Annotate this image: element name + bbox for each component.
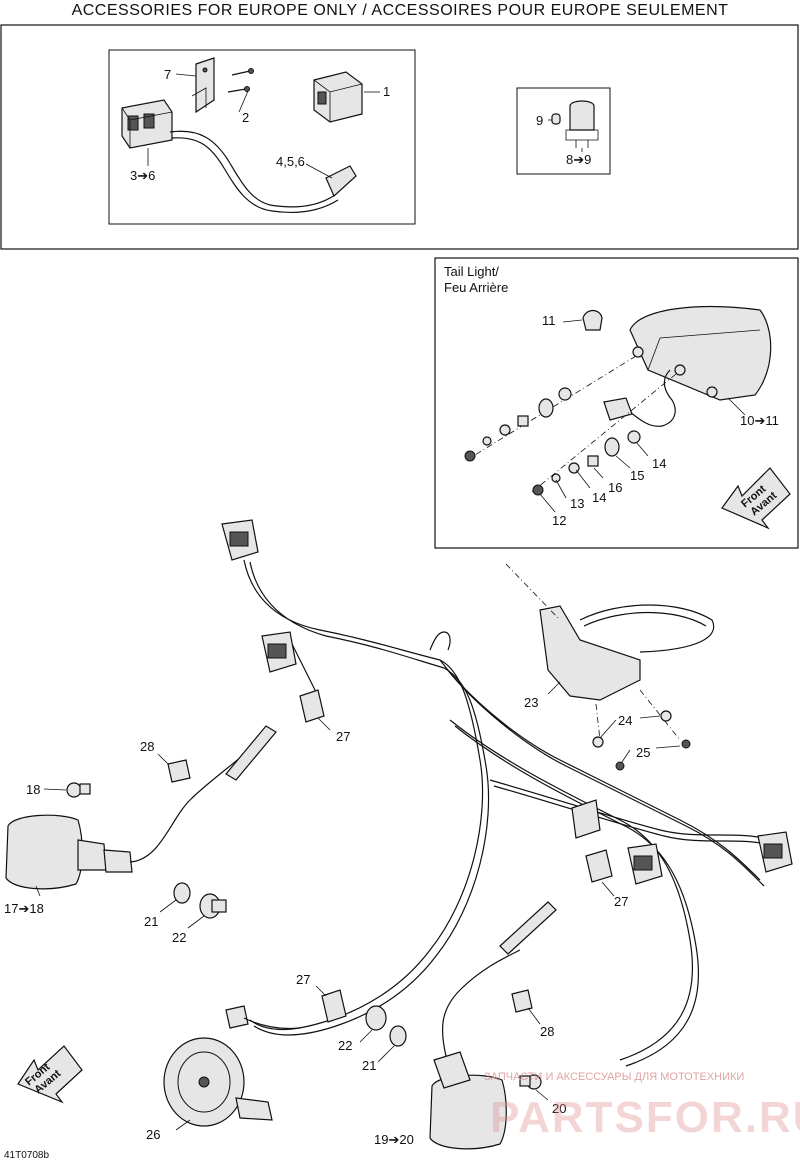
- tail-light-title-1: Tail Light/: [444, 264, 499, 279]
- main-harness: [243, 559, 773, 1067]
- callout-22-right: 22: [338, 1038, 352, 1053]
- clip-27-upper: [299, 689, 325, 723]
- front-arrow-bottom: [17, 1045, 83, 1104]
- socket-frame: [516, 87, 611, 175]
- watermark-subtitle: ЗАПЧАСТИ И АКСЕССУАРЫ ДЛЯ МОТОТЕХНИКИ: [484, 1071, 744, 1083]
- screw-25: [615, 739, 691, 771]
- callout-2: 2: [242, 110, 249, 125]
- page-title: ACCESSORIES FOR EUROPE ONLY / ACCESSOIRE…: [71, 2, 729, 19]
- leader-lines-tail: [539, 319, 746, 513]
- callout-22-left: 22: [172, 930, 186, 945]
- callout-27-lower: 27: [296, 972, 310, 987]
- callout-21-right: 21: [362, 1058, 376, 1073]
- tail-light-hardware-lower: [531, 373, 677, 496]
- callout-4-5-6: 4,5,6: [276, 154, 305, 169]
- callout-28-right: 28: [540, 1024, 554, 1039]
- callout-1: 1: [383, 84, 390, 99]
- leader-lines-top: [147, 73, 583, 179]
- washer-24: [592, 710, 672, 748]
- callout-27-upper: 27: [336, 729, 350, 744]
- accessories-frame: [0, 24, 799, 250]
- clip-27-lower: [321, 989, 347, 1023]
- callout-18: 18: [26, 782, 40, 797]
- right-turn-signal: [429, 949, 521, 1150]
- bulb-18: [66, 782, 91, 798]
- leader-lines-main: [35, 681, 681, 1131]
- tail-light-wire: [603, 369, 676, 427]
- tail-light-bulb: [582, 309, 603, 331]
- clip-28-right: [511, 989, 533, 1013]
- callout-28-left: 28: [140, 739, 154, 754]
- bracket-part: [191, 57, 215, 114]
- callout-23: 23: [524, 695, 538, 710]
- tail-light-hardware-upper: [464, 355, 637, 462]
- connector-right-2: [757, 831, 793, 873]
- clip-28-left: [167, 759, 191, 783]
- callout-24: 24: [618, 713, 632, 728]
- figure-code: 41T0708b: [4, 1150, 49, 1161]
- callout-12: 12: [552, 513, 566, 528]
- power-socket-part: [551, 100, 599, 148]
- accessories-inner-frame: [108, 49, 416, 225]
- callout-9: 9: [536, 113, 543, 128]
- callout-8-9: 8➔9: [566, 152, 591, 167]
- front-arrow-top: [721, 467, 791, 530]
- grommet-21-22-right: [365, 1005, 407, 1047]
- callout-11: 11: [542, 313, 556, 328]
- connector-right-1: [627, 843, 663, 885]
- grommet-21-22-left: [173, 882, 227, 919]
- callout-13: 13: [570, 496, 584, 511]
- callout-15: 15: [630, 468, 644, 483]
- relay-part: [313, 71, 363, 123]
- callout-26: 26: [146, 1127, 160, 1142]
- tail-light-frame: [434, 257, 799, 549]
- callout-25: 25: [636, 745, 650, 760]
- center-light-module: [505, 563, 715, 741]
- callout-14-upper: 14: [652, 456, 666, 471]
- horn-part: [163, 1005, 301, 1127]
- callout-14-lower: 14: [592, 490, 606, 505]
- callout-27-right: 27: [614, 894, 628, 909]
- connector-mid-left: [261, 631, 297, 673]
- cable-tie-upper: [225, 725, 277, 781]
- bulb-20: [519, 1074, 542, 1090]
- tail-light-title-2: Feu Arrière: [444, 280, 508, 295]
- cable-tie-lower: [499, 901, 557, 955]
- callout-19-20: 19➔20: [374, 1132, 414, 1147]
- switch-part: [121, 99, 173, 149]
- callout-16: 16: [608, 480, 622, 495]
- callout-3-6: 3➔6: [130, 168, 155, 183]
- connector-upper-left: [221, 519, 259, 561]
- watermark-logo: PARTSFOR.RU: [490, 1093, 800, 1142]
- callout-10-11: 10➔11: [740, 413, 779, 428]
- callout-7: 7: [164, 67, 171, 82]
- tail-light-housing: [629, 306, 772, 401]
- switch-harness: [169, 130, 357, 213]
- connector-center: [571, 799, 601, 839]
- callout-20: 20: [552, 1101, 566, 1116]
- callout-21-left: 21: [144, 914, 158, 929]
- left-turn-signal: [5, 739, 261, 890]
- screw-part: [227, 68, 254, 93]
- clip-27-right: [585, 849, 613, 883]
- callout-17-18: 17➔18: [4, 901, 44, 916]
